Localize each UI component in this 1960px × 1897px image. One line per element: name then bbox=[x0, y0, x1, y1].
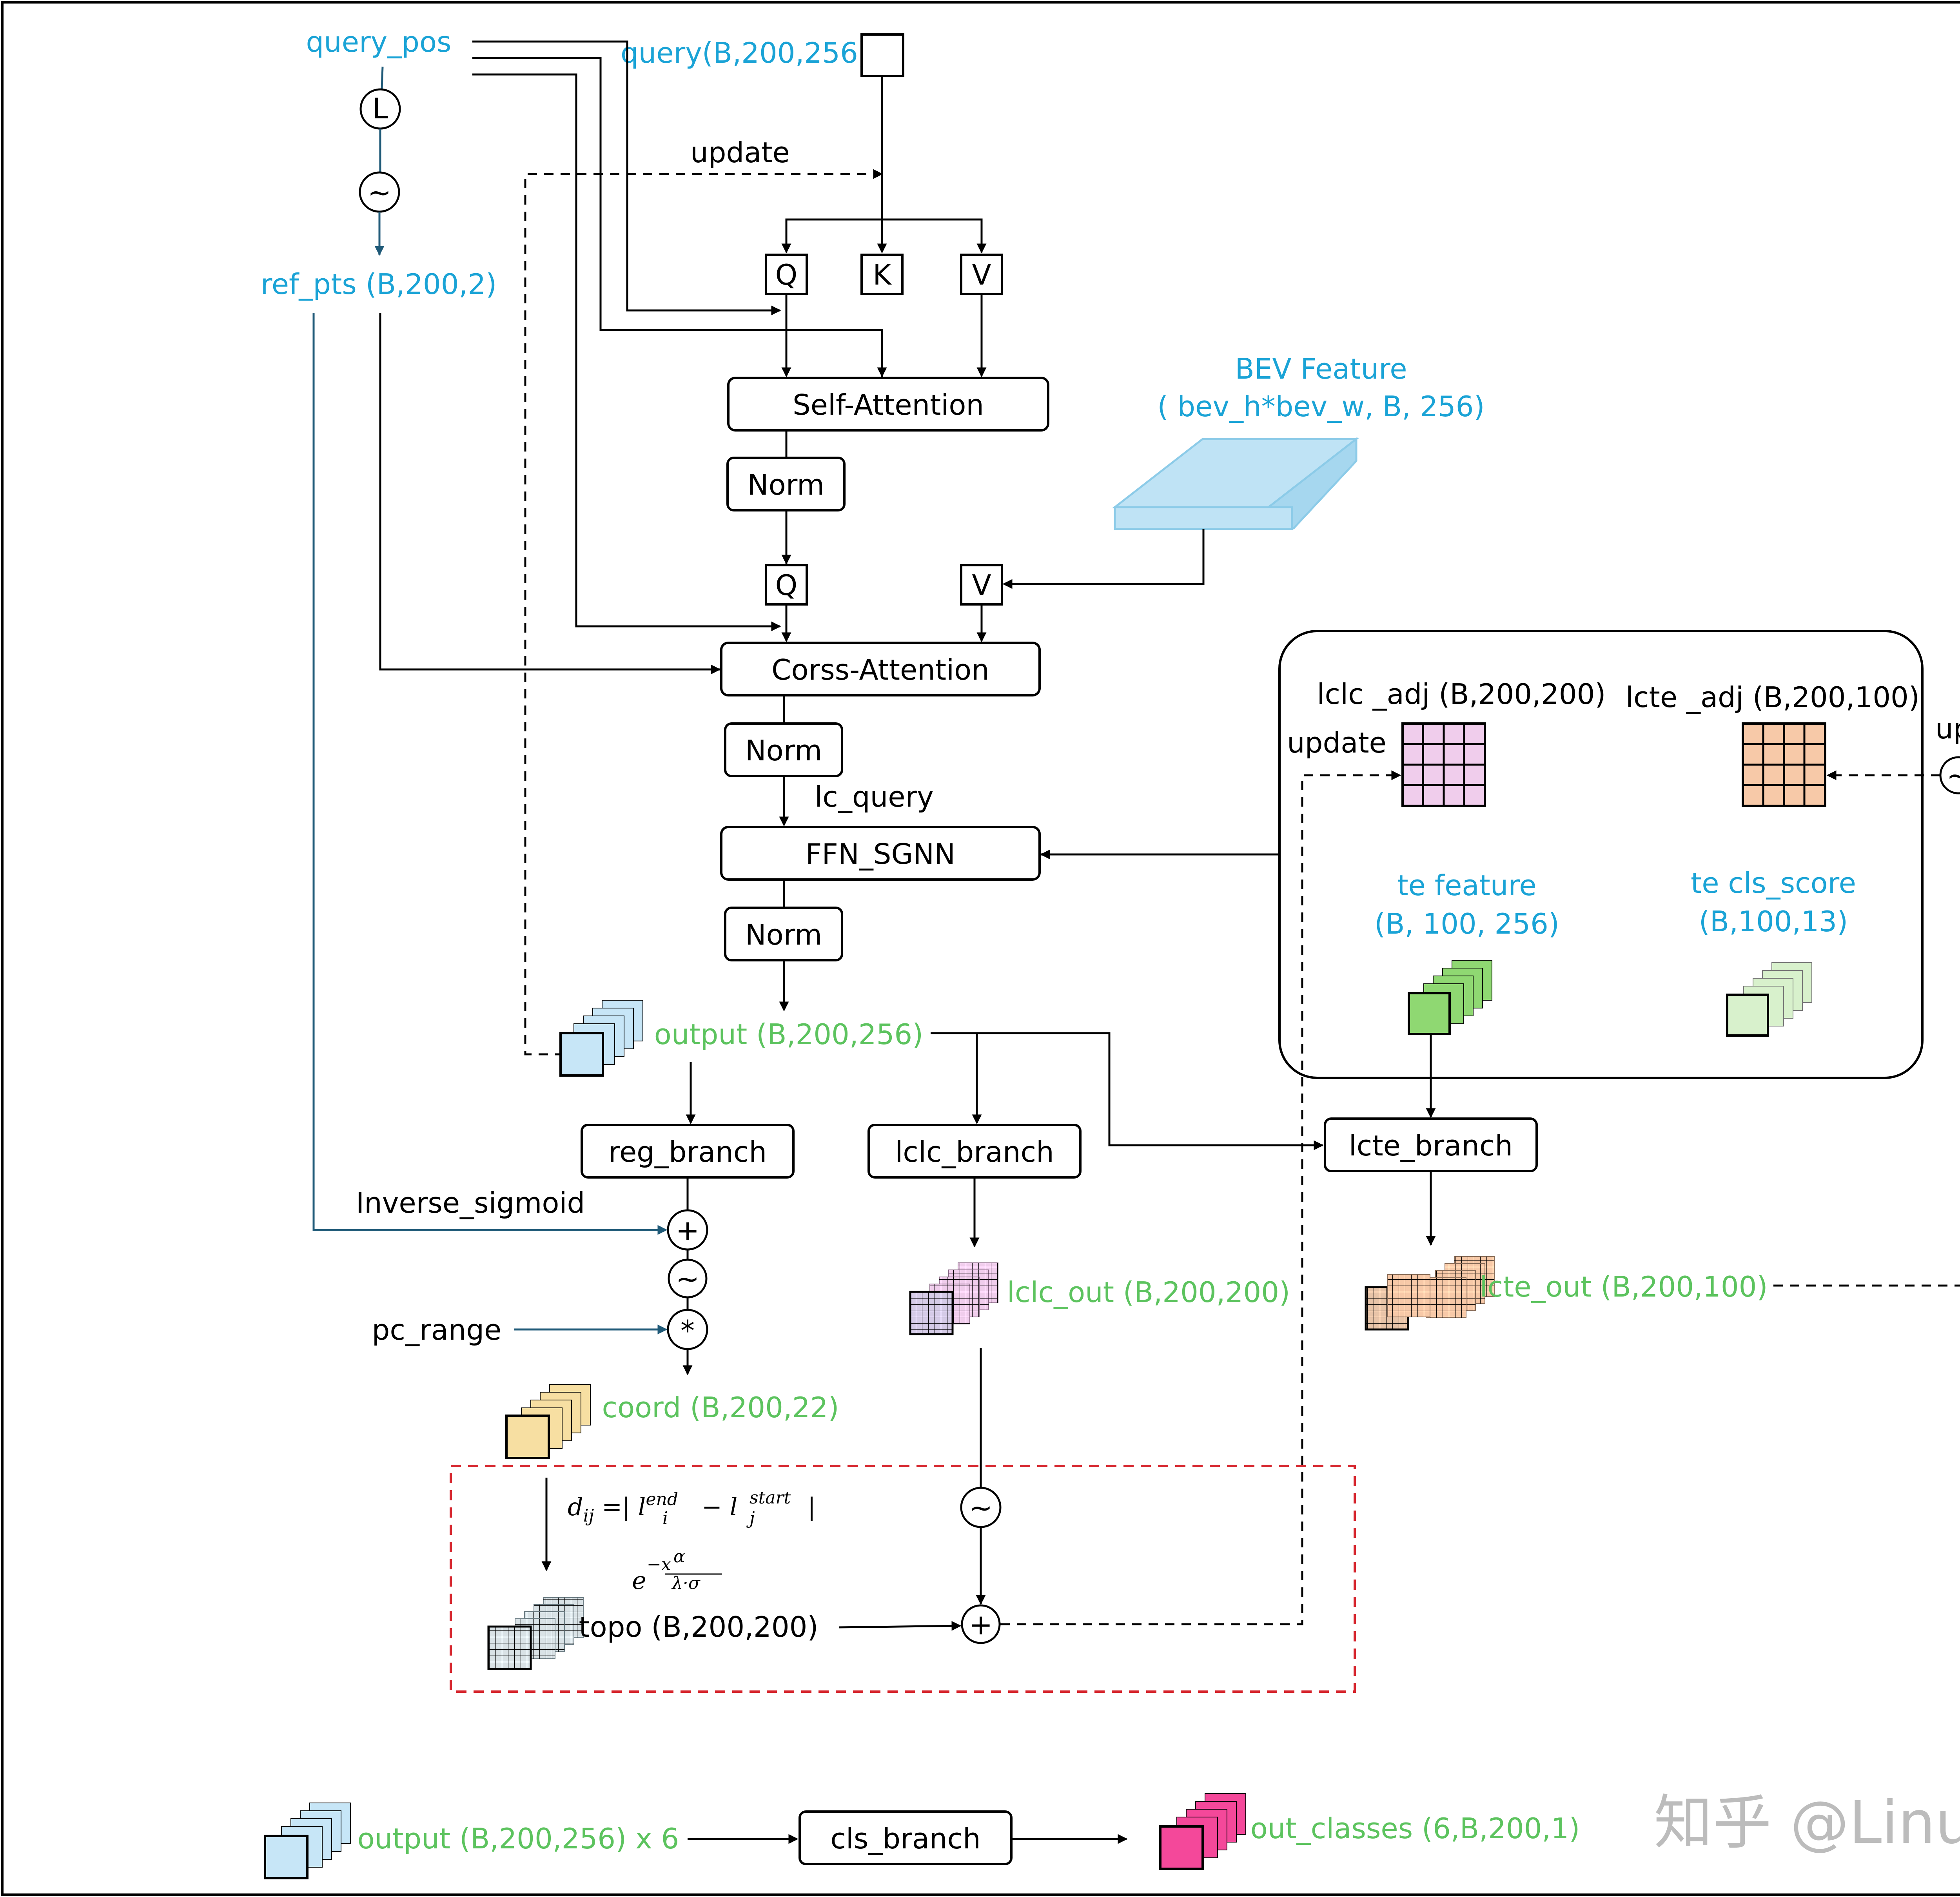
bev-shape-label: ( bev_h*bev_w, B, 256) bbox=[1157, 390, 1485, 423]
bev-feature-slab bbox=[1112, 437, 1359, 530]
lc-query-label: lc_query bbox=[815, 780, 933, 813]
q-box-self bbox=[765, 254, 808, 295]
update-right-label: update bbox=[1935, 712, 1960, 745]
ffn-sgnn-box bbox=[720, 826, 1041, 881]
plus-op-topo-label: + bbox=[969, 1608, 993, 1641]
lcte-adj-label: lcte _adj (B,200,100) bbox=[1626, 681, 1920, 714]
norm-label-3: Norm bbox=[745, 918, 822, 951]
lcte-branch-label: lcte_branch bbox=[1349, 1129, 1513, 1162]
adjacency-panel bbox=[1278, 630, 1924, 1079]
svg-text:start: start bbox=[750, 1488, 791, 1508]
svg-text:α: α bbox=[673, 1547, 685, 1567]
lclc-out-label: lclc_out (B,200,200) bbox=[1007, 1276, 1290, 1309]
lclc-adj-label: lclc _adj (B,200,200) bbox=[1317, 678, 1606, 711]
tilde-op-reg-label: ~ bbox=[676, 1262, 699, 1295]
plus-op-topo-icon bbox=[961, 1604, 1001, 1644]
cross-attention-label: Corss-Attention bbox=[771, 653, 989, 686]
svg-text:|: | bbox=[808, 1493, 816, 1521]
lcte-out-label: lcte_out (B,200,100) bbox=[1479, 1270, 1768, 1303]
te-feature-shape: (B, 100, 256) bbox=[1374, 907, 1559, 940]
k-box bbox=[860, 254, 904, 295]
q-box-cross bbox=[765, 564, 808, 606]
coord-label: coord (B,200,22) bbox=[602, 1391, 839, 1424]
output-label: output (B,200,256) bbox=[654, 1018, 924, 1051]
star-op-label: * bbox=[681, 1314, 695, 1347]
svg-text:λ·σ: λ·σ bbox=[671, 1573, 701, 1593]
te-cls-shape: (B,100,13) bbox=[1699, 905, 1848, 938]
query-pos-label: query_pos bbox=[306, 25, 451, 58]
svg-text:i: i bbox=[662, 1508, 668, 1528]
lcte-out-stack-icon bbox=[1365, 1256, 1495, 1331]
topo-stack-icon bbox=[487, 1597, 584, 1670]
lcte-adj-matrix-icon bbox=[1742, 722, 1826, 807]
coord-stack-icon bbox=[505, 1384, 591, 1459]
output-x6-stack-icon bbox=[264, 1803, 351, 1879]
te-feature-stack-icon bbox=[1408, 960, 1492, 1035]
bev-feature-label: BEV Feature bbox=[1235, 352, 1407, 385]
cross-attention-box bbox=[720, 642, 1041, 696]
query-box bbox=[860, 33, 904, 77]
watermark: 知乎 @Linux bbox=[1654, 1789, 1960, 1857]
out-classes-stack-icon bbox=[1159, 1793, 1246, 1870]
out-classes-label: out_classes (6,B,200,1) bbox=[1250, 1812, 1580, 1845]
norm-label-2: Norm bbox=[745, 734, 822, 767]
te-cls-stack-icon bbox=[1726, 962, 1812, 1037]
topo-label: topo (B,200,200) bbox=[579, 1610, 818, 1643]
update-left-label: update bbox=[1287, 726, 1387, 759]
svg-text:− l: − l bbox=[702, 1493, 738, 1521]
te-cls-label: te cls_score bbox=[1691, 867, 1856, 900]
output-x6-label: output (B,200,256) x 6 bbox=[358, 1822, 679, 1855]
distance-formula: dij =| lend i − l start j | bbox=[568, 1488, 816, 1528]
self-attention-label: Self-Attention bbox=[793, 388, 984, 421]
ffn-sgnn-label: FFN_SGNN bbox=[806, 838, 955, 871]
l-op-label: L bbox=[372, 92, 388, 125]
tilde-op-label: ~ bbox=[368, 176, 391, 209]
update-top-label: update bbox=[690, 136, 790, 169]
lclc-adj-matrix-icon bbox=[1401, 722, 1486, 807]
q-label-self: Q bbox=[775, 258, 798, 291]
lclc-out-stack-icon bbox=[909, 1262, 998, 1335]
ref-pts-label: ref_pts (B,200,2) bbox=[261, 268, 497, 301]
tilde-op-update-label: ~ bbox=[1947, 759, 1960, 792]
cls-branch-label: cls_branch bbox=[830, 1822, 980, 1855]
tilde-op-topo-label: ~ bbox=[969, 1491, 993, 1524]
plus-op-reg-label: + bbox=[676, 1214, 699, 1247]
topo-region bbox=[450, 1465, 1356, 1693]
lclc-branch-label: lclc_branch bbox=[895, 1135, 1054, 1168]
q-label-cross: Q bbox=[775, 569, 798, 602]
self-attention-box bbox=[727, 377, 1049, 432]
inverse-sigmoid-label: Inverse_sigmoid bbox=[356, 1186, 585, 1219]
exp-formula: e −x α λ·σ bbox=[632, 1547, 722, 1595]
pc-range-label: pc_range bbox=[372, 1313, 502, 1346]
svg-text:e: e bbox=[632, 1566, 646, 1595]
output-stack-icon bbox=[559, 1000, 643, 1077]
k-label: K bbox=[873, 258, 892, 291]
query-label: query(B,200,256) bbox=[621, 36, 869, 69]
svg-text:dij =| lend: dij =| lend bbox=[568, 1489, 678, 1526]
svg-text:−x: −x bbox=[647, 1554, 671, 1574]
norm-label-1: Norm bbox=[748, 468, 824, 501]
reg-branch-label: reg_branch bbox=[608, 1135, 767, 1168]
v-label-cross: V bbox=[972, 569, 991, 602]
te-feature-label: te feature bbox=[1397, 869, 1536, 902]
cls-branch-box bbox=[799, 1810, 1013, 1865]
v-label-self: V bbox=[972, 258, 991, 291]
